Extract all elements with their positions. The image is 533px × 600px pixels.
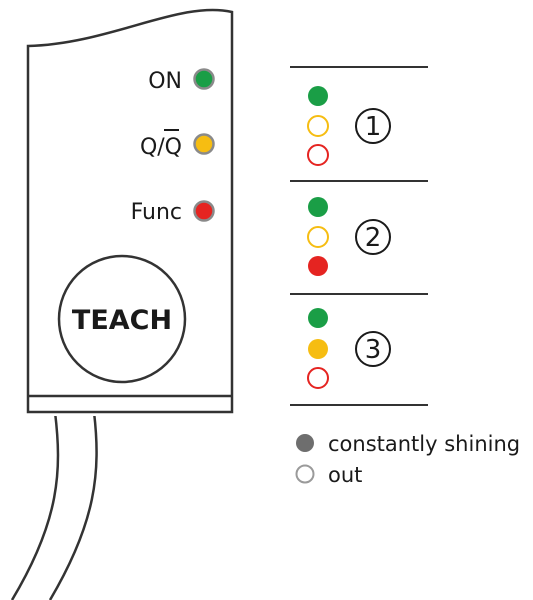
state-3-number-circle — [355, 331, 391, 367]
state-3-led-red — [307, 367, 329, 389]
state-2-led-yellow — [307, 226, 329, 248]
state-2-led-red — [308, 256, 328, 276]
led-func-indicator — [193, 200, 215, 222]
state-1-number: 1 — [365, 112, 382, 142]
cable — [10, 411, 98, 600]
state-2-number: 2 — [365, 223, 382, 253]
led-label-func: Func — [131, 200, 182, 225]
state-3-led-yellow — [308, 339, 328, 359]
led-label-on: ON — [148, 69, 182, 94]
state-1-led-green — [308, 86, 328, 106]
state-1-number-circle — [355, 108, 391, 144]
state-3: 3 — [307, 308, 391, 389]
legend-filled-icon — [296, 434, 314, 452]
state-2-led-green — [308, 197, 328, 217]
state-1-led-red — [307, 144, 329, 166]
led-label-q: Q/Q — [140, 135, 182, 160]
led-q-indicator — [193, 133, 215, 155]
state-3-number: 3 — [365, 335, 382, 365]
state-3-led-green — [308, 308, 328, 328]
device-led-q: Q/Q — [140, 129, 215, 160]
state-1: 1 — [307, 86, 391, 166]
device-led-func: Func — [131, 200, 215, 225]
legend-label-shining: constantly shining — [328, 432, 520, 456]
state-1-led-yellow — [307, 115, 329, 137]
teach-button[interactable]: TEACH — [57, 254, 187, 384]
device-led-on: ON — [148, 68, 215, 94]
legend: constantly shining out — [295, 432, 520, 487]
teach-button-label: TEACH — [72, 305, 172, 336]
legend-label-out: out — [328, 463, 362, 487]
state-2: 2 — [307, 197, 391, 276]
led-on-indicator — [193, 68, 215, 90]
state-2-number-circle — [355, 219, 391, 255]
legend-outline-icon — [295, 464, 315, 484]
